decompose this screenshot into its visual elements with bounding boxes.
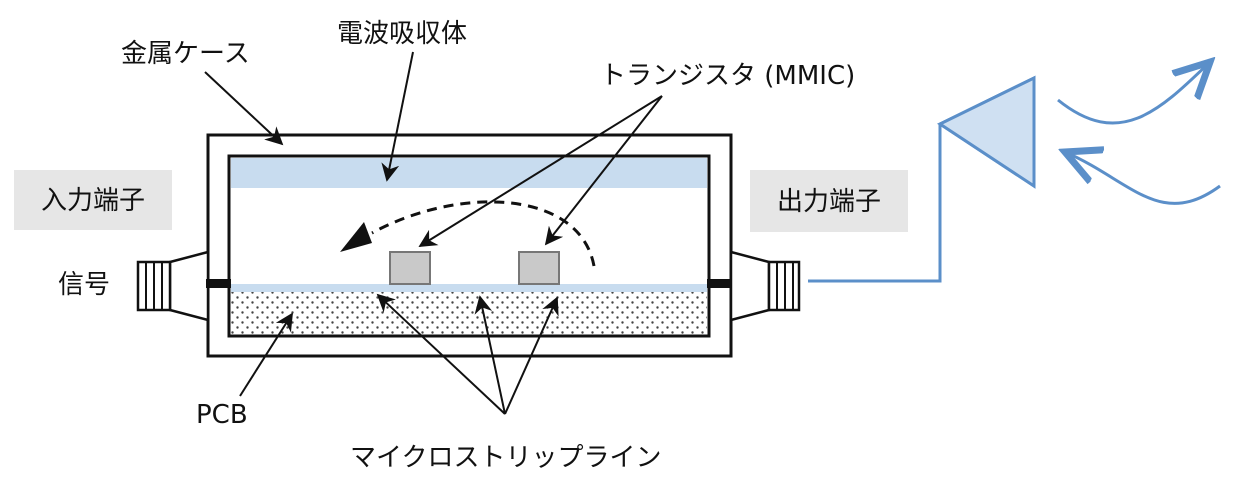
received-wave-arrow xyxy=(1065,152,1221,205)
metal-case-label: 金属ケース xyxy=(121,39,250,69)
feedback-arrowhead xyxy=(340,222,372,252)
microstrip-arrow-2 xyxy=(474,295,506,415)
pcb-region xyxy=(231,290,707,334)
microstrip-label: マイクロストリップライン xyxy=(350,443,661,473)
microstrip-arrow-1 xyxy=(376,293,506,415)
input-connector xyxy=(136,250,231,322)
microstrip-arrow-3 xyxy=(504,296,559,415)
absorber-arrow xyxy=(381,51,414,182)
antenna-icon xyxy=(808,75,1036,283)
transistor-arrow-left xyxy=(418,95,663,247)
microstrip-line xyxy=(231,284,707,292)
transistor-chip-right xyxy=(518,251,560,285)
transistor-arrow-right xyxy=(544,95,663,246)
input-terminal-box xyxy=(14,170,172,230)
output-terminal-label: 出力端子 xyxy=(777,187,881,217)
transistor-chip-left xyxy=(389,251,431,285)
transistor-label: トランジスタ (MMIC) xyxy=(600,61,855,91)
output-terminal-box xyxy=(750,170,908,232)
radiated-wave-arrow xyxy=(1057,62,1210,125)
metal-case-arrow xyxy=(204,71,284,146)
signal-label: 信号 xyxy=(58,270,110,300)
pcb-label: PCB xyxy=(196,400,248,430)
input-terminal-label: 入力端子 xyxy=(41,186,145,216)
absorber-band xyxy=(231,158,707,188)
pcb-arrow xyxy=(239,312,293,397)
output-connector xyxy=(707,250,801,322)
absorber-label: 電波吸収体 xyxy=(337,19,467,49)
